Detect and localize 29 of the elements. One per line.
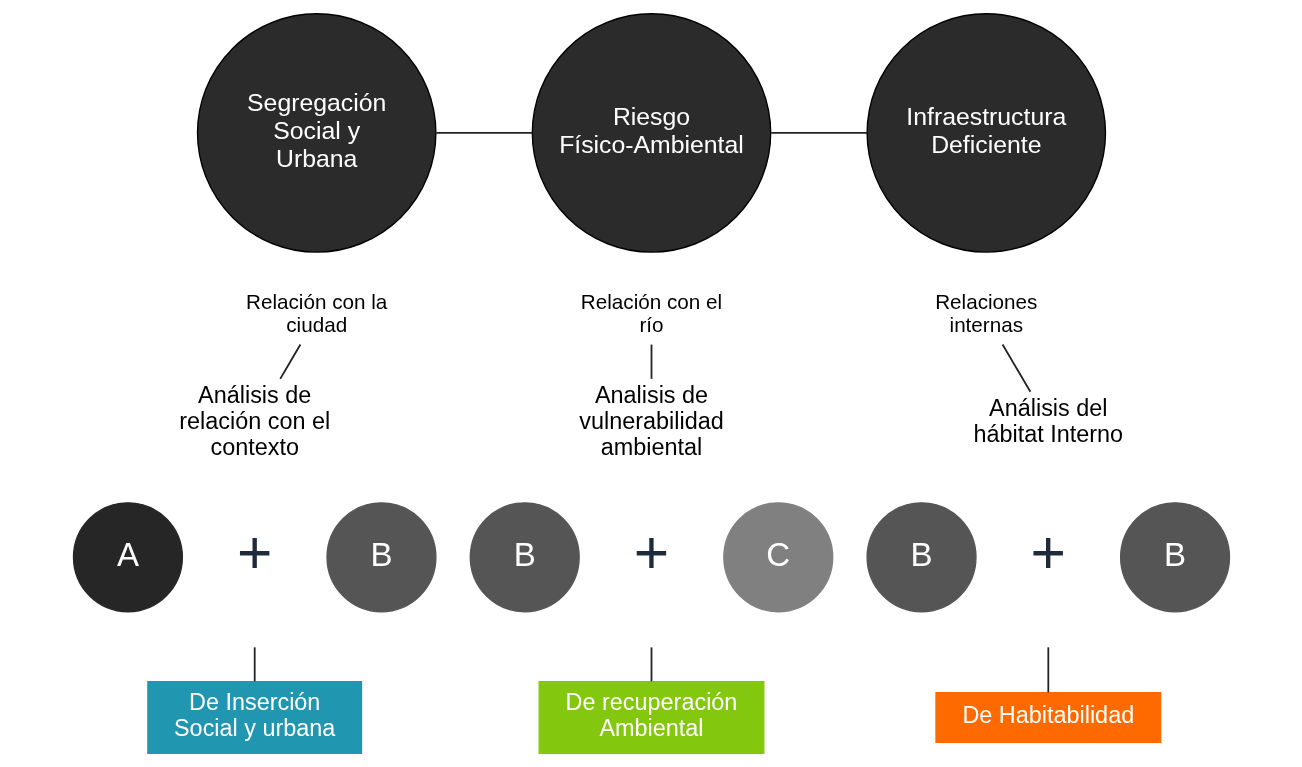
node-circle: B <box>469 502 580 613</box>
node-circle: A <box>72 502 183 613</box>
node-text: Análisis de relación con el contexto <box>178 382 330 461</box>
node-text: Analisis de vulnerabilidad ambiental <box>578 382 724 461</box>
node-circle: Riesgo Físico-Ambiental <box>531 13 771 253</box>
node-text: Relaciones internas <box>934 289 1037 337</box>
label: + <box>236 517 272 586</box>
connector <box>1001 343 1031 393</box>
connector <box>650 343 652 380</box>
node-circle: B <box>325 502 437 613</box>
node-circle: B <box>865 502 977 613</box>
label: + <box>1030 517 1066 586</box>
connector <box>769 132 868 134</box>
node-circle: B <box>1119 502 1230 613</box>
node-text: Relación con el río <box>580 289 722 337</box>
node-text: Análisis del hábitat Interno <box>972 395 1123 448</box>
node-circle: Segregación Social y Urbana <box>196 13 437 253</box>
node-circle: Infraestructura Deficiente <box>865 13 1106 253</box>
connector <box>253 646 256 683</box>
node-box: De Inserción Social y urbana <box>146 680 362 754</box>
node-box: De recuperación Ambiental <box>538 680 764 754</box>
label: + <box>633 517 669 586</box>
connector <box>434 132 533 134</box>
node-text: Relación con la ciudad <box>245 289 387 337</box>
node-circle: C <box>722 502 833 613</box>
node-box: De Habitabilidad <box>934 691 1161 743</box>
connector <box>1046 646 1049 694</box>
connector <box>650 646 652 683</box>
connector <box>278 343 301 380</box>
